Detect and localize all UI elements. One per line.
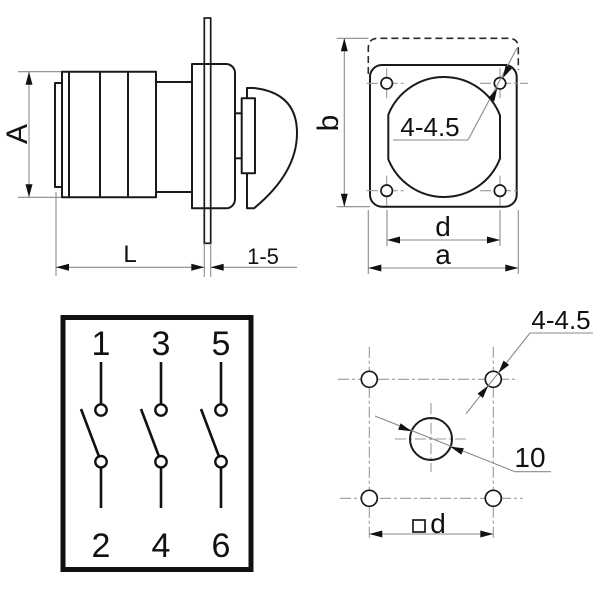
dim-label-A: A — [1, 124, 34, 144]
holes-label: 4-4.5 — [400, 112, 459, 142]
switch-blade — [199, 408, 221, 457]
terminal-number: 2 — [92, 527, 111, 565]
leader-line — [465, 332, 531, 415]
terminal-number: 1 — [92, 325, 111, 363]
switch-blade — [139, 408, 161, 457]
contact-point — [94, 454, 108, 469]
arrowhead — [368, 264, 382, 272]
center-hole-label: 10 — [514, 442, 545, 473]
arrowhead — [340, 38, 348, 52]
neck — [155, 81, 193, 193]
contact-point — [214, 403, 228, 417]
arrowhead — [191, 263, 205, 271]
arrowhead — [387, 236, 400, 244]
terminal-number: 3 — [152, 325, 171, 363]
center-shaft-hole — [409, 417, 453, 461]
schematic-frame — [60, 315, 254, 572]
drill-hole — [360, 489, 379, 508]
mounting-panel — [203, 17, 212, 245]
arrowhead — [56, 263, 69, 271]
dim-label-b: b — [312, 115, 345, 132]
front-housing — [191, 63, 236, 210]
drill-hole — [484, 489, 503, 508]
dim-label-square-d: d — [430, 508, 446, 539]
handle-knob — [246, 87, 298, 210]
arrowhead — [210, 263, 224, 271]
dimension-line-10 — [374, 415, 516, 473]
terminal-number: 6 — [212, 527, 231, 565]
arrowhead — [25, 184, 33, 198]
arrowhead — [502, 65, 512, 79]
drill-hole — [360, 370, 379, 389]
mounting-hole-pattern: 10 4-4.5 d — [338, 305, 593, 540]
arrowhead — [487, 236, 500, 244]
arrowhead — [340, 193, 348, 207]
knob-stem — [240, 97, 256, 175]
contact-point — [214, 454, 228, 469]
mounting-hole — [493, 184, 507, 198]
terminal-number: 4 — [152, 527, 171, 565]
switch-blade — [79, 408, 101, 457]
panel-cutout — [387, 76, 501, 198]
dim-label-panel-thickness: 1-5 — [247, 244, 279, 269]
terminal-number: 5 — [212, 325, 231, 363]
contact-schematic: 1 2 3 4 5 6 — [60, 315, 254, 572]
arrowhead — [25, 71, 33, 85]
mounting-hole — [380, 76, 394, 90]
contact-point — [94, 403, 108, 417]
dim-label-L: L — [123, 241, 136, 268]
arrowhead — [398, 423, 412, 432]
holes-label: 4-4.5 — [531, 305, 590, 335]
contact-point — [154, 454, 168, 469]
arrowhead — [450, 446, 464, 455]
front-panel-view: b 4-4.5 d a — [312, 37, 528, 274]
contact-point — [154, 403, 168, 417]
rear-plate — [54, 82, 63, 188]
arrowhead — [488, 88, 498, 102]
side-view: A L 1-5 — [1, 17, 298, 277]
arrowhead — [480, 530, 494, 538]
dim-label-d: d — [435, 211, 451, 242]
mounting-hole — [380, 184, 394, 198]
arrowhead — [505, 264, 519, 272]
dim-label-a: a — [435, 239, 451, 270]
square-symbol — [412, 519, 426, 533]
switch-body — [61, 70, 157, 199]
arrowhead — [477, 385, 489, 398]
arrowhead — [369, 530, 383, 538]
arrowhead — [498, 360, 510, 373]
